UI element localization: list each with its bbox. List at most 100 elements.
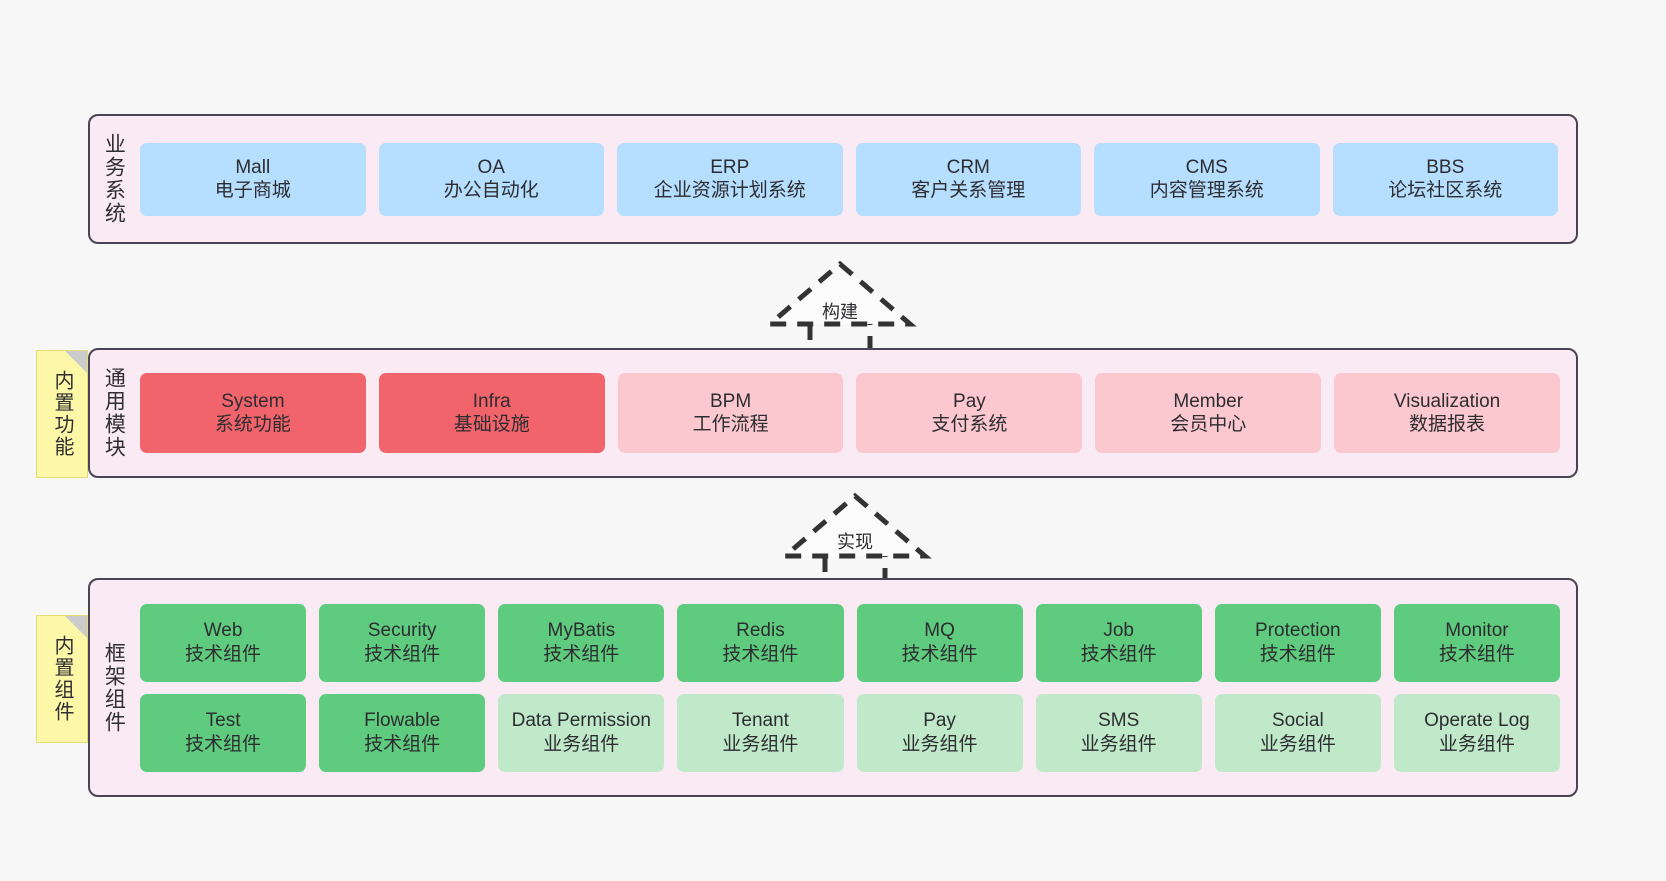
card-title: Mall [235, 156, 271, 178]
card-subtitle: 企业资源计划系统 [653, 180, 806, 201]
card-title: Redis [736, 620, 785, 642]
card-subtitle: 技术组件 [364, 643, 441, 665]
card-redis[interactable]: Redis 技术组件 [677, 603, 844, 682]
card-row: Test 技术组件 Flowable 技术组件 Data Permission … [140, 693, 1560, 772]
card-title: MyBatis [547, 620, 616, 642]
connector-implement-label: 实现 [837, 532, 873, 552]
card-infra[interactable]: Infra 基础设施 [378, 373, 605, 453]
card-monitor[interactable]: Monitor 技术组件 [1393, 603, 1560, 682]
card-row: Mall 电子商城 OA 办公自动化 ERP 企业资源计划系统 CRM 客户关系… [140, 142, 1558, 216]
folded-corner-icon [65, 616, 87, 638]
card-title: Member [1173, 390, 1244, 412]
card-subtitle: 技术组件 [1438, 643, 1515, 665]
card-title: MQ [924, 620, 955, 642]
card-title: SMS [1098, 710, 1140, 732]
card-system[interactable]: System 系统功能 [140, 373, 366, 453]
card-title: Pay [923, 710, 956, 732]
card-operate-log[interactable]: Operate Log 业务组件 [1393, 693, 1560, 772]
card-subtitle: 工作流程 [692, 414, 769, 435]
card-crm[interactable]: CRM 客户关系管理 [855, 142, 1081, 216]
card-tenant[interactable]: Tenant 业务组件 [677, 693, 844, 772]
card-web[interactable]: Web 技术组件 [140, 603, 307, 682]
card-member[interactable]: Member 会员中心 [1095, 373, 1322, 453]
card-subtitle: 技术组件 [901, 643, 978, 665]
card-bbs[interactable]: BBS 论坛社区系统 [1332, 142, 1558, 216]
card-subtitle: 数据报表 [1409, 414, 1486, 435]
card-subtitle: 业务组件 [543, 733, 620, 755]
card-flowable[interactable]: Flowable 技术组件 [319, 693, 486, 772]
card-title: Social [1271, 710, 1324, 732]
card-subtitle: 技术组件 [364, 733, 441, 755]
layer-title-business: 业务系统 [102, 133, 126, 225]
card-subtitle: 技术组件 [1080, 643, 1157, 665]
card-title: CRM [946, 156, 990, 178]
card-subtitle: 客户关系管理 [911, 180, 1026, 201]
card-subtitle: 会员中心 [1170, 414, 1247, 435]
card-visualization[interactable]: Visualization 数据报表 [1334, 373, 1560, 453]
sticky-note-label: 内置组件 [51, 635, 73, 723]
card-cms[interactable]: CMS 内容管理系统 [1094, 142, 1320, 216]
card-title: Job [1103, 620, 1134, 642]
card-bpm[interactable]: BPM 工作流程 [617, 373, 844, 453]
card-subtitle: 技术组件 [185, 643, 262, 665]
card-title: Web [203, 620, 243, 642]
layer-body-module: System 系统功能 Infra 基础设施 BPM 工作流程 Pay 支付系统… [136, 350, 1576, 476]
card-sms[interactable]: SMS 业务组件 [1035, 693, 1202, 772]
card-test[interactable]: Test 技术组件 [140, 693, 307, 772]
card-title: Operate Log [1424, 710, 1530, 732]
layer-business-system: 业务系统 Mall 电子商城 OA 办公自动化 ERP 企业资源计划系统 CRM… [88, 114, 1578, 244]
card-mybatis[interactable]: MyBatis 技术组件 [498, 603, 665, 682]
layer-title-module: 通用模块 [102, 367, 126, 459]
card-erp[interactable]: ERP 企业资源计划系统 [617, 142, 843, 216]
layer-body-framework: Web 技术组件 Security 技术组件 MyBatis 技术组件 Redi… [136, 580, 1576, 795]
layer-title-framework: 框架组件 [102, 641, 126, 734]
card-title: CMS [1185, 156, 1228, 178]
layer-body-business: Mall 电子商城 OA 办公自动化 ERP 企业资源计划系统 CRM 客户关系… [136, 116, 1576, 242]
card-oa[interactable]: OA 办公自动化 [378, 142, 604, 216]
card-subtitle: 技术组件 [1259, 643, 1336, 665]
card-title: Infra [472, 390, 511, 412]
card-row: Web 技术组件 Security 技术组件 MyBatis 技术组件 Redi… [140, 603, 1560, 682]
card-row: System 系统功能 Infra 基础设施 BPM 工作流程 Pay 支付系统… [140, 373, 1560, 453]
card-subtitle: 内容管理系统 [1149, 180, 1264, 201]
card-pay-component[interactable]: Pay 业务组件 [856, 693, 1023, 772]
card-subtitle: 技术组件 [543, 643, 620, 665]
layer-common-module: 通用模块 System 系统功能 Infra 基础设施 BPM 工作流程 Pay… [88, 348, 1578, 478]
layer-framework-component: 框架组件 Web 技术组件 Security 技术组件 MyBatis 技术组件… [88, 578, 1578, 797]
sticky-note-builtin-components: 内置组件 [36, 615, 88, 743]
card-data-permission[interactable]: Data Permission 业务组件 [498, 693, 665, 772]
card-title: BBS [1426, 156, 1465, 178]
card-title: Security [367, 620, 437, 642]
card-subtitle: 基础设施 [453, 414, 530, 435]
card-subtitle: 系统功能 [214, 414, 291, 435]
card-title: Monitor [1445, 620, 1509, 642]
card-mall[interactable]: Mall 电子商城 [140, 142, 366, 216]
card-subtitle: 电子商城 [214, 180, 291, 201]
card-social[interactable]: Social 业务组件 [1214, 693, 1381, 772]
card-title: Visualization [1393, 390, 1501, 412]
card-subtitle: 业务组件 [722, 733, 799, 755]
card-mq[interactable]: MQ 技术组件 [856, 603, 1023, 682]
card-pay-module[interactable]: Pay 支付系统 [856, 373, 1083, 453]
card-title: Data Permission [511, 710, 651, 732]
card-title: Protection [1255, 620, 1341, 642]
card-title: Flowable [364, 710, 441, 732]
card-subtitle: 业务组件 [1259, 733, 1336, 755]
card-title: Pay [953, 390, 986, 412]
card-title: Test [205, 710, 241, 732]
card-subtitle: 业务组件 [901, 733, 978, 755]
card-security[interactable]: Security 技术组件 [319, 603, 486, 682]
card-subtitle: 技术组件 [185, 733, 262, 755]
card-title: Tenant [731, 710, 789, 732]
card-job[interactable]: Job 技术组件 [1035, 603, 1202, 682]
card-protection[interactable]: Protection 技术组件 [1214, 603, 1381, 682]
folded-corner-icon [65, 351, 87, 373]
card-subtitle: 论坛社区系统 [1388, 180, 1503, 201]
sticky-note-label: 内置功能 [51, 370, 73, 458]
card-subtitle: 技术组件 [722, 643, 799, 665]
card-title: OA [477, 156, 505, 178]
card-subtitle: 办公自动化 [443, 180, 539, 201]
connector-build-label: 构建 [822, 302, 858, 322]
card-title: ERP [710, 156, 750, 178]
